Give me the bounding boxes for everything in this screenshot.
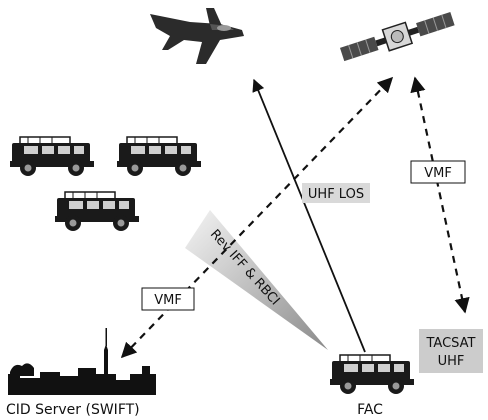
- land-rover-icon: [116, 136, 202, 177]
- city-skyline-icon: [8, 328, 156, 395]
- land-rover-icon: [9, 136, 95, 177]
- uhf-los-label-box: [302, 183, 370, 203]
- uhf-los-label: UHF LOS: [308, 187, 364, 202]
- vmf-left-label: VMF: [154, 293, 182, 308]
- fac-caption: FAC: [357, 402, 383, 418]
- vmf-left-label-box: [141, 287, 195, 311]
- satellite-icon: [339, 11, 455, 62]
- land-rover-icon: [329, 354, 415, 395]
- tacsat-label-line1: TACSAT: [426, 336, 476, 351]
- vmf-link-right: [410, 76, 470, 314]
- fighter-jet-icon: [150, 8, 244, 64]
- vmf-link-left: [120, 76, 394, 359]
- land-rover-icon: [54, 191, 140, 232]
- tacsat-label-line2: UHF: [438, 354, 465, 369]
- tacsat-label-box: [419, 329, 483, 373]
- uhf-los-link: [252, 78, 366, 353]
- cid-server-caption: CID Server (SWIFT): [6, 402, 140, 418]
- vmf-right-label-box: [410, 160, 466, 184]
- vmf-right-label: VMF: [424, 166, 452, 181]
